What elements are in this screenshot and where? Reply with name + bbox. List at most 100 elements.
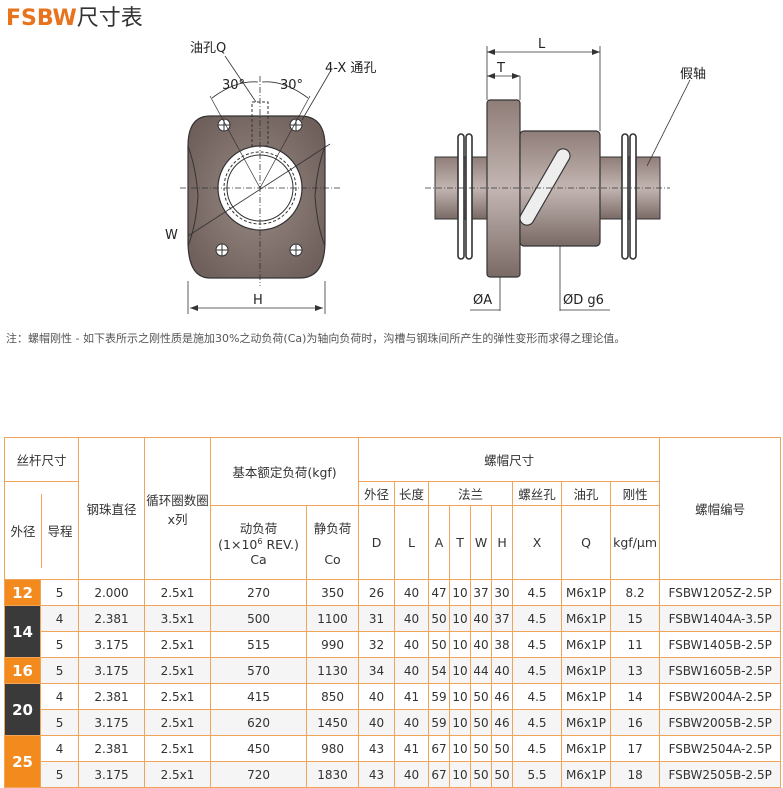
label-t: T <box>496 61 505 76</box>
table-cell: 5 <box>39 709 80 736</box>
table-cell: 43 <box>358 735 396 762</box>
table-cell: 4.5 <box>512 631 563 658</box>
table-cell: 31 <box>358 605 396 632</box>
table-cell: 30 <box>491 579 514 606</box>
header-oil-hole: 油孔 <box>561 481 612 506</box>
table-cell: 40 <box>394 631 430 658</box>
table-cell: 2.5x1 <box>144 657 212 684</box>
table-cell: 44 <box>470 657 493 684</box>
header-lead: 导程 <box>47 524 73 539</box>
header-Q: Q <box>561 505 612 580</box>
table-cell: 980 <box>306 735 360 762</box>
table-cell: 10 <box>449 735 472 762</box>
label-dia-a: ØA <box>473 293 492 308</box>
table-cell: 270 <box>210 579 308 606</box>
table-cell: 2.5x1 <box>144 683 212 710</box>
table-cell: 3.175 <box>78 657 146 684</box>
label-l: L <box>538 37 546 52</box>
table-cell: 40 <box>470 631 493 658</box>
table-cell: 4.5 <box>512 579 563 606</box>
header-bolt-hole: 螺丝孔 <box>512 481 563 506</box>
dimension-drawing: 油孔Q 30° 30° 4-X 通孔 W H L T 假轴 ØA ØD g6 <box>165 37 706 314</box>
table-cell: 4 <box>39 735 80 762</box>
table-cell: 32 <box>358 631 396 658</box>
table-cell: 4.5 <box>512 605 563 632</box>
table-cell: 10 <box>449 761 472 788</box>
table-cell: 720 <box>210 761 308 788</box>
header-flange: 法兰 <box>428 481 514 506</box>
header-H: H <box>491 505 514 580</box>
table-cell: 40 <box>358 709 396 736</box>
table-cell: 1830 <box>306 761 360 788</box>
table-cell: 4.5 <box>512 657 563 684</box>
rigidity-note: 注：螺帽刚性 - 如下表所示之刚性质是施加30%之动负荷(Ca)为轴向负荷时，沟… <box>6 332 626 345</box>
table-cell: M6x1P <box>561 761 612 788</box>
table-cell: FSBW1404A-3.5P <box>659 605 782 632</box>
table-cell: 4 <box>39 683 80 710</box>
table-cell: 40 <box>394 605 430 632</box>
label-oil-hole: 油孔Q <box>190 41 226 56</box>
table-cell: 50 <box>428 605 451 632</box>
header-D: D <box>358 505 396 580</box>
table-cell: 2.381 <box>78 683 146 710</box>
table-cell: 50 <box>470 709 493 736</box>
table-cell: 50 <box>428 631 451 658</box>
table-cell: 2.5x1 <box>144 579 212 606</box>
table-cell: FSBW1405B-2.5P <box>659 631 782 658</box>
table-cell: 5 <box>39 631 80 658</box>
table-cell: FSBW2005B-2.5P <box>659 709 782 736</box>
table-cell: 10 <box>449 605 472 632</box>
table-cell: 3.5x1 <box>144 605 212 632</box>
table-cell: 26 <box>358 579 396 606</box>
table-cell: 50 <box>470 735 493 762</box>
table-cell: 41 <box>394 683 430 710</box>
table-cell: 570 <box>210 657 308 684</box>
table-cell: 46 <box>491 709 514 736</box>
header-rigidity: 刚性 <box>610 481 661 506</box>
table-cell: 515 <box>210 631 308 658</box>
header-ball-dia: 钢珠直径 <box>78 437 146 580</box>
table-cell: M6x1P <box>561 605 612 632</box>
table-cell: 2.5x1 <box>144 709 212 736</box>
table-cell: 2.381 <box>78 605 146 632</box>
table-cell: 5 <box>39 761 80 788</box>
table-cell: 54 <box>428 657 451 684</box>
table-cell: 4.5 <box>512 709 563 736</box>
table-cell: 3.175 <box>78 761 146 788</box>
table-cell: FSBW1605B-2.5P <box>659 657 782 684</box>
table-cell: 40 <box>358 683 396 710</box>
table-cell: 8.2 <box>610 579 661 606</box>
table-cell: 59 <box>428 683 451 710</box>
table-cell: 50 <box>470 761 493 788</box>
header-A: A <box>428 505 451 580</box>
table-cell: 990 <box>306 631 360 658</box>
table-cell: 1450 <box>306 709 360 736</box>
table-cell: 50 <box>491 761 514 788</box>
table-cell: 3.175 <box>78 709 146 736</box>
screw-outer-dia-cell: 14 <box>4 605 41 658</box>
table-cell: FSBW2505B-2.5P <box>659 761 782 788</box>
table-cell: 4.5 <box>512 683 563 710</box>
front-view <box>180 55 340 314</box>
header-circuits: 循环圈数圈x列 <box>144 437 212 580</box>
header-nut-len: 长度 <box>394 481 430 506</box>
header-outer-dia: 外径 <box>5 493 42 568</box>
table-cell: 47 <box>428 579 451 606</box>
table-cell: 620 <box>210 709 308 736</box>
side-view <box>425 46 691 311</box>
table-cell: 850 <box>306 683 360 710</box>
table-cell: 1100 <box>306 605 360 632</box>
header-load-rating: 基本额定负荷(kgf) <box>210 437 360 506</box>
table-cell: 15 <box>610 605 661 632</box>
table-cell: 18 <box>610 761 661 788</box>
table-cell: 5 <box>39 579 80 606</box>
table-cell: FSBW2004A-2.5P <box>659 683 782 710</box>
table-cell: 10 <box>449 579 472 606</box>
header-screw-size: 丝杆尺寸 <box>3 437 80 482</box>
screw-outer-dia-cell: 25 <box>4 735 41 788</box>
header-L: L <box>394 505 430 580</box>
